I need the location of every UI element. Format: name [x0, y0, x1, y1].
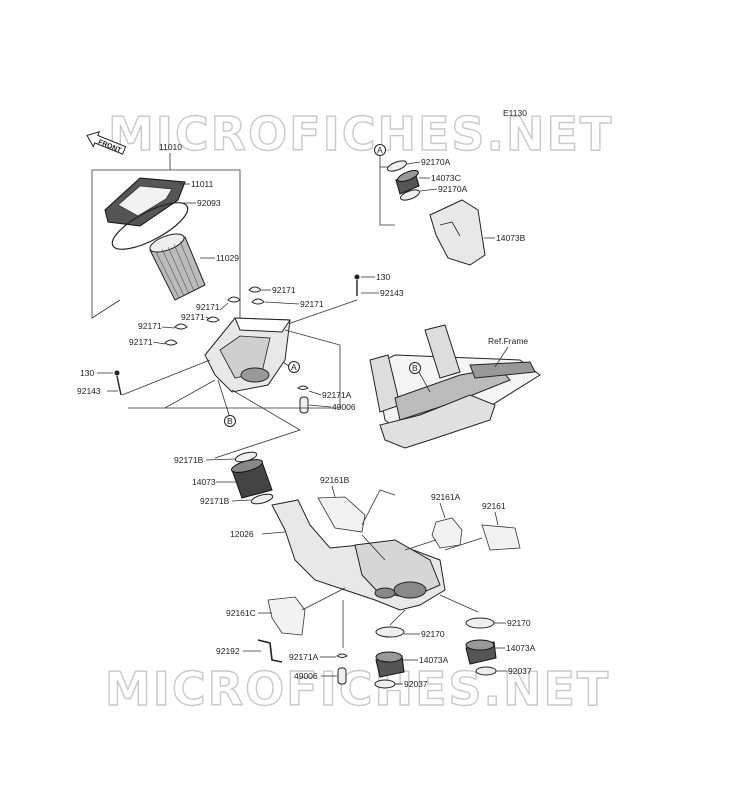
label-92143-left: 92143 [77, 386, 101, 396]
air-cleaner-cover [104, 177, 186, 227]
label-11010: 11010 [159, 142, 182, 152]
bolt-130-top [354, 274, 360, 280]
clamp-92037-1 [374, 679, 396, 689]
callout-a-left-text: A [291, 362, 297, 372]
air-filter-element [149, 233, 206, 301]
intake-duct-12026 [271, 499, 446, 611]
pad-92161 [481, 524, 521, 551]
ref-frame-label: Ref.Frame [488, 336, 528, 346]
clamp-92170-1 [375, 626, 405, 638]
label-92161: 92161 [482, 501, 506, 511]
label-92161C: 92161C [226, 608, 256, 618]
callout-b-right [409, 362, 421, 374]
label-92192: 92192 [216, 646, 240, 656]
gasket-ring [111, 202, 189, 250]
label-92143-top: 92143 [380, 288, 404, 298]
label-92170-2: 92170 [507, 618, 531, 628]
callout-b-left [224, 415, 236, 427]
label-49006-bot: 49006 [294, 671, 318, 681]
bolt-130-left [114, 370, 120, 376]
cap-14073A-2 [465, 639, 497, 665]
label-14073: 14073 [192, 477, 216, 487]
duct-14073B [429, 199, 486, 266]
label-92171-5: 92171 [138, 321, 162, 331]
callout-b-right-text: B [412, 363, 418, 373]
bracket-11010-right [170, 169, 241, 318]
frame-reference [369, 324, 541, 449]
label-92161B: 92161B [320, 475, 350, 485]
coupler-14073C [395, 169, 420, 195]
label-12026: 12026 [230, 529, 254, 539]
clamp-92037-2 [475, 666, 497, 676]
diagram-code: E1130 [503, 108, 527, 118]
label-130-top: 130 [376, 272, 390, 282]
cap-14073A-1 [375, 651, 405, 678]
label-92171-6: 92171 [129, 337, 153, 347]
callout-b-left-text: B [227, 416, 233, 426]
label-92161A: 92161A [431, 492, 461, 502]
pad-92161A [431, 517, 463, 549]
label-92171A-top: 92171A [322, 390, 352, 400]
clamp-92170A-1 [387, 160, 407, 172]
label-130-left: 130 [80, 368, 94, 378]
pad-92161B [317, 496, 366, 533]
label-92093: 92093 [197, 198, 221, 208]
bracket-11010 [91, 153, 171, 319]
coupler-14073 [230, 459, 273, 499]
label-92170A-2: 92170A [438, 184, 468, 194]
label-92170-1: 92170 [421, 629, 445, 639]
label-92171-3: 92171 [196, 302, 220, 312]
label-92171-2: 92171 [300, 299, 324, 309]
label-11011: 11011 [191, 179, 214, 189]
watermark-top: MICROFICHES.NET [108, 107, 613, 161]
label-92037-1: 92037 [404, 679, 428, 689]
pad-92161C [267, 596, 306, 636]
air-cleaner-housing [204, 317, 291, 393]
label-14073B: 14073B [496, 233, 526, 243]
label-14073A-2: 14073A [506, 643, 536, 653]
clamp-92170-2 [465, 617, 495, 629]
label-14073A-1: 14073A [419, 655, 449, 665]
clamp-92170A-2 [400, 189, 420, 201]
callout-a-left [288, 361, 300, 373]
label-92170A-1: 92170A [421, 157, 451, 167]
label-11029: 11029 [216, 253, 239, 263]
label-92171B-1: 92171B [174, 455, 204, 465]
label-49006-top: 49006 [332, 402, 356, 412]
label-92171-4: 92171 [181, 312, 205, 322]
label-92171-1: 92171 [272, 285, 296, 295]
label-92171B-2: 92171B [200, 496, 230, 506]
label-92171A-bot: 92171A [289, 652, 319, 662]
clips-92171 [164, 286, 265, 346]
callout-a-right-text: A [377, 145, 383, 155]
label-92037-2: 92037 [508, 666, 532, 676]
label-14073C: 14073C [431, 173, 461, 183]
clamp-92171B-2 [250, 493, 274, 505]
pipe-92192 [257, 639, 283, 663]
watermark-bottom: MICROFICHES.NET [105, 662, 610, 716]
